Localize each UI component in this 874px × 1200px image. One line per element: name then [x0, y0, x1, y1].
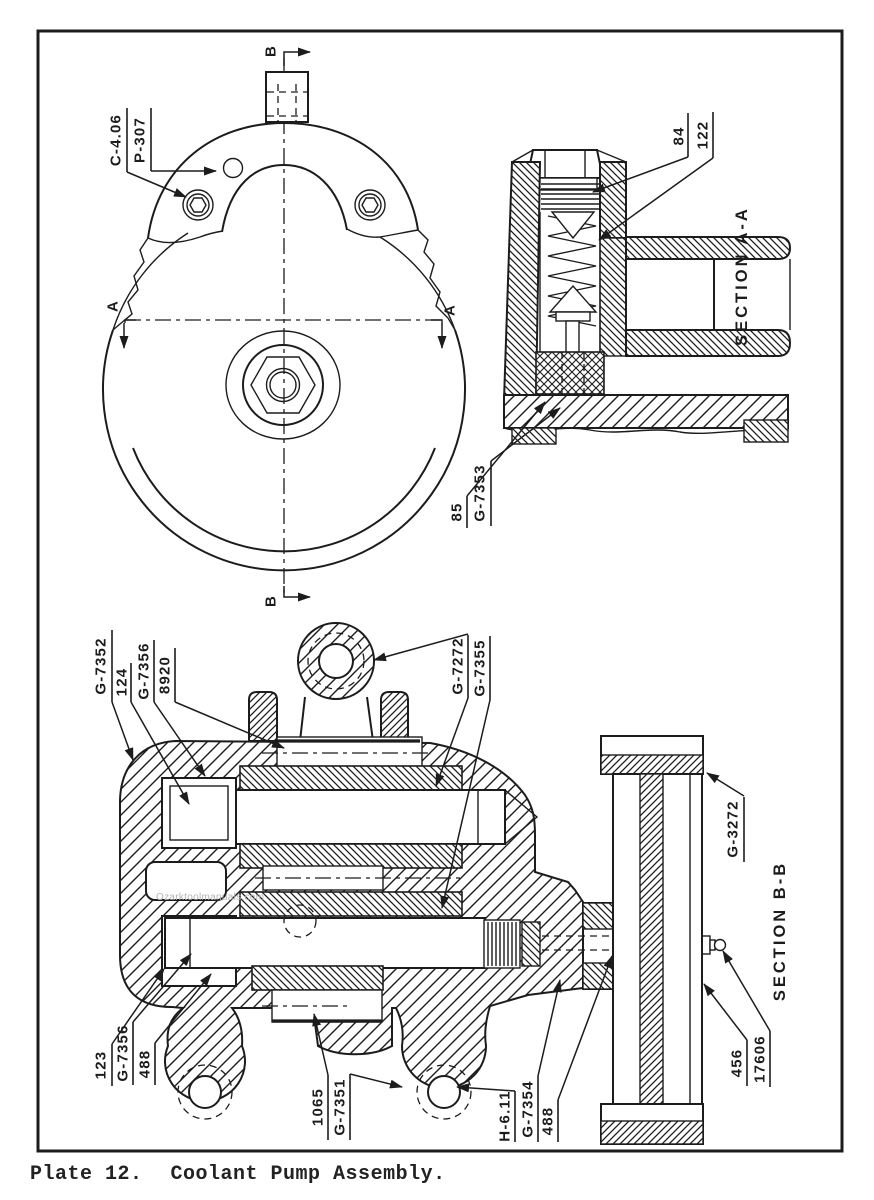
label-g7354: G-7354	[519, 1080, 537, 1138]
label-g7272: G-7272	[449, 637, 467, 695]
label-h611: H-6.11	[496, 1090, 514, 1142]
shaft-hub	[225, 330, 341, 440]
valve-poppet	[548, 284, 598, 313]
label-124: 124	[113, 667, 131, 697]
ear-hole-right	[427, 1075, 461, 1109]
section-bb-drawing	[111, 622, 771, 1145]
label-g7356-top: G-7356	[135, 642, 153, 700]
label-488-right: 488	[539, 1106, 557, 1136]
front-view-drawing	[102, 47, 466, 602]
woodruff-key	[283, 904, 317, 938]
grease-hole	[222, 157, 244, 179]
label-456: 456	[728, 1048, 746, 1078]
section-bb-title: SECTION B-B	[770, 860, 789, 1002]
label-1065: 1065	[309, 1087, 327, 1127]
label-section-a-right: A	[441, 303, 459, 317]
ear-hole-left	[188, 1075, 222, 1109]
label-g7353: G-7353	[471, 464, 489, 522]
label-g7351: G-7351	[331, 1078, 349, 1136]
spring-seat	[550, 211, 596, 240]
label-g7355: G-7355	[471, 639, 489, 697]
label-84: 84	[670, 126, 688, 146]
label-85: 85	[448, 502, 466, 522]
section-aa-drawing	[466, 112, 792, 528]
bolt-boss-right	[354, 189, 386, 221]
label-g7356-bottom: G-7356	[114, 1024, 132, 1082]
plate-frame	[36, 29, 844, 1153]
plate-title: Coolant Pump Assembly.	[170, 1163, 446, 1186]
label-g7352: G-7352	[92, 637, 110, 695]
top-mounting-ear	[297, 622, 375, 742]
label-17606: 17606	[751, 1035, 769, 1083]
pump-shaft	[164, 917, 486, 969]
thread-lines	[541, 183, 599, 210]
label-c406: C-4.06	[107, 113, 125, 167]
fan-pulley	[600, 735, 704, 1145]
watermark: Ozarktoolmanuals.com	[156, 892, 265, 903]
plate-caption: Plate 12. Coolant Pump Assembly.	[30, 1163, 446, 1187]
seal-bellows	[483, 919, 521, 969]
bolt-boss-left	[182, 189, 214, 221]
label-123: 123	[92, 1050, 110, 1080]
plate-number: Plate 12.	[30, 1163, 143, 1186]
label-p307: P-307	[131, 116, 149, 164]
label-section-b-bottom: B	[262, 594, 280, 608]
label-122: 122	[694, 120, 712, 150]
grease-fitting	[700, 935, 727, 955]
label-8920: 8920	[156, 655, 174, 695]
section-aa-title: SECTION A-A	[732, 206, 751, 346]
label-section-b-top: B	[262, 44, 280, 58]
label-488-left: 488	[136, 1049, 154, 1079]
label-g3272: G-3272	[724, 800, 742, 858]
label-section-a-left: A	[104, 299, 122, 313]
